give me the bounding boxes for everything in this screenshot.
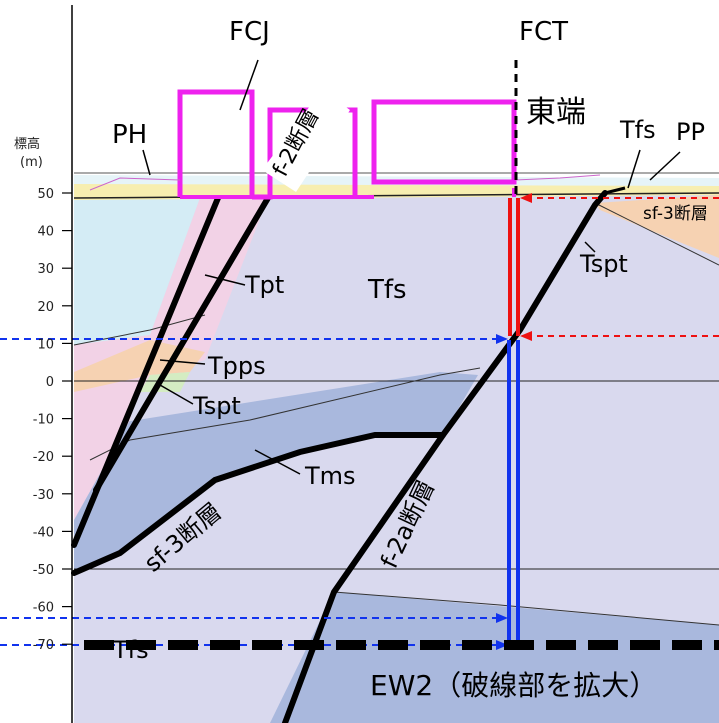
- fault-lines: [71, 190, 608, 723]
- axis-tick-label: 20: [37, 300, 54, 315]
- tfs-top-right-label: Tfs: [619, 116, 656, 144]
- ph-label: PH: [112, 120, 147, 150]
- blue-bracket: [0, 334, 520, 650]
- fct-label: FCT: [519, 17, 568, 47]
- tfs-center-label: Tfs: [367, 275, 407, 305]
- pp-label: PP: [676, 118, 705, 146]
- fct-structure: [371, 99, 517, 185]
- boundary-line-4: [594, 202, 719, 266]
- axis-tick-label: -20: [33, 450, 54, 465]
- upper-left-layer: [74, 198, 200, 345]
- tpps-label: Tpps: [207, 352, 266, 380]
- blue-arrowhead-bottom: [496, 640, 508, 650]
- red-arrowhead-bottom: [520, 331, 532, 341]
- tms-label: Tms: [304, 462, 356, 490]
- fcj-label: FCJ: [229, 17, 270, 47]
- ph-outline: [89, 177, 181, 191]
- axis-tick-label: 50: [37, 187, 54, 202]
- axis-tick-label: 40: [37, 225, 54, 240]
- axis-ticks: 50 40 30 20 10 0 -10 -20 -30 -40 -50 -60 -70: [33, 187, 72, 653]
- fcj-leader: [239, 59, 259, 111]
- deep-blue-layer: [270, 592, 719, 723]
- elevation-axis: 標高 (m) 50 40 30 20 10 0 -10 -20 -30 -40 -50 -60 -70: [14, 5, 73, 723]
- axis-tick-label: 10: [37, 337, 54, 352]
- axis-tick-label: -40: [33, 525, 54, 540]
- f2a-fault-line: [282, 190, 608, 723]
- east-end-label: 東端: [526, 95, 586, 130]
- tpt-lower-layer: [74, 345, 150, 520]
- sf3-fault-line: [71, 432, 446, 576]
- leader-lines: [142, 59, 681, 475]
- footer-note: EW2（破線部を拡大）: [370, 669, 657, 702]
- axis-tick-label: 30: [37, 262, 54, 277]
- fault-cap-line: [604, 186, 626, 195]
- pp-leader: [649, 151, 681, 181]
- tspt-right-leader: [584, 241, 596, 253]
- tpt-label: Tpt: [244, 271, 284, 299]
- tspt-right-label: Tspt: [579, 250, 628, 278]
- fcj-structure: [177, 89, 255, 197]
- axis-tick-label: -70: [33, 638, 54, 653]
- tfs-bottom-label: Tfs: [112, 636, 149, 664]
- tspt-left-leader: [159, 384, 194, 405]
- axis-title-line1: 標高: [14, 136, 40, 152]
- f2-label-box: [262, 90, 350, 192]
- tms-leader: [254, 449, 301, 475]
- blue-arrowhead-middle: [496, 613, 508, 623]
- axis-title-line2: (m): [20, 155, 43, 170]
- tspt-right-layer: [595, 195, 719, 258]
- axis-tick-label: -10: [33, 413, 54, 428]
- axis-tick-label: -50: [33, 563, 54, 578]
- axis-tick-label: -60: [33, 601, 54, 616]
- ph-leader: [142, 149, 151, 176]
- tspt-left-label: Tspt: [192, 392, 241, 420]
- axis-tick-label: 0: [46, 375, 54, 390]
- tpps-leader: [159, 359, 206, 365]
- tfs-leader: [627, 149, 641, 189]
- axis-tick-label: -30: [33, 488, 54, 503]
- red-bracket: [508, 193, 719, 341]
- red-arrowhead-top: [520, 193, 532, 203]
- tpt-leader: [204, 274, 246, 286]
- tms-layer: [74, 372, 478, 570]
- pp-outline: [514, 174, 601, 181]
- blue-arrowhead-top: [496, 334, 508, 344]
- fault-line-2: [93, 195, 271, 493]
- tspt-left-layer: [140, 372, 190, 392]
- sf3-right-label: sf-3断層: [643, 204, 708, 224]
- boundary-line-2: [333, 591, 719, 626]
- tpps-layer: [74, 340, 205, 392]
